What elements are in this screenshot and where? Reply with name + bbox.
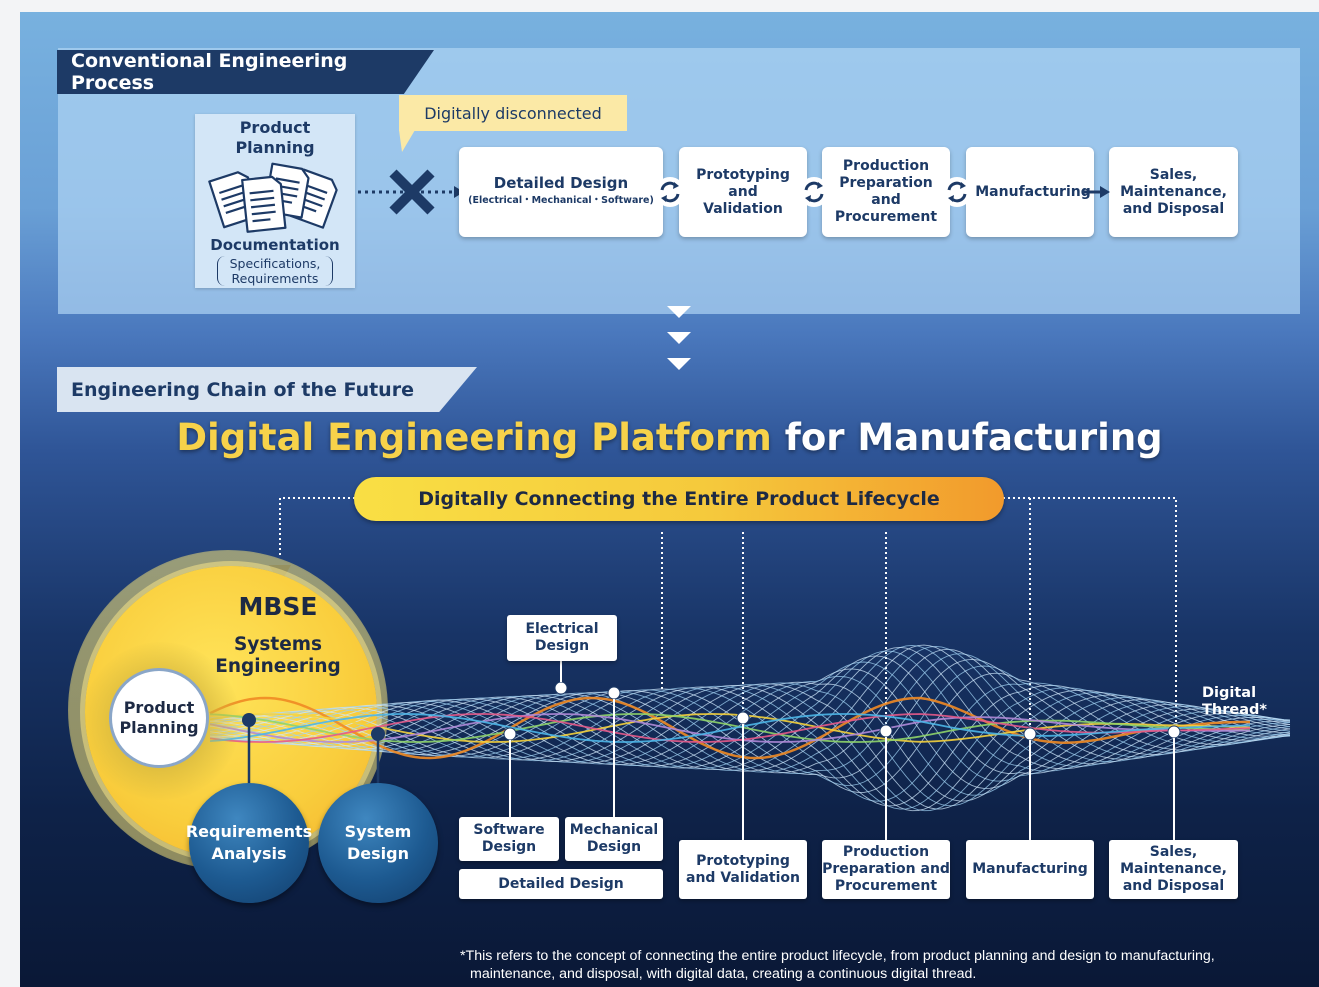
thread-strand bbox=[209, 646, 1291, 771]
thread-colored-strand bbox=[209, 713, 1251, 743]
product-planning-node: Product Planning bbox=[109, 668, 209, 768]
thread-colored-strand bbox=[209, 713, 1251, 743]
thread-strand bbox=[209, 685, 1291, 810]
digital-thread-wave bbox=[209, 644, 1291, 840]
prototyping-box: Prototyping and Validation bbox=[679, 840, 807, 899]
disconnect-x-icon bbox=[389, 169, 435, 215]
manufacturing-box: Manufacturing bbox=[966, 840, 1094, 899]
thread-strand bbox=[209, 653, 1291, 775]
step-sales: Sales, Maintenance, and Disposal bbox=[1109, 147, 1238, 237]
system-design-node: System Design bbox=[318, 783, 438, 903]
thread-strand bbox=[209, 684, 1291, 812]
lifecycle-banner: Digitally Connecting the Entire Product … bbox=[354, 477, 1004, 521]
documents-icon bbox=[208, 162, 338, 233]
systems-engineering-label: Systems Engineering bbox=[215, 634, 341, 677]
disconnected-callout: Digitally disconnected bbox=[399, 95, 627, 131]
callout-pointer bbox=[399, 130, 415, 152]
cycle-icon bbox=[942, 177, 972, 207]
production-box: Production Preparation and Procurement bbox=[822, 840, 950, 899]
electrical-design-box: Electrical Design bbox=[507, 615, 617, 661]
step-detailed-design: Detailed Design (Electrical・Mechanical・S… bbox=[459, 147, 663, 237]
cycle-icon bbox=[655, 177, 685, 207]
software-design-box: Software Design bbox=[459, 817, 559, 861]
sales-box: Sales, Maintenance, and Disposal bbox=[1109, 840, 1238, 899]
platform-headline: Digital Engineering Platform for Manufac… bbox=[176, 416, 1163, 459]
down-triangles-icon bbox=[667, 306, 691, 370]
thread-colored-strand bbox=[209, 713, 1251, 743]
cycle-icon bbox=[799, 177, 829, 207]
mechanical-design-box: Mechanical Design bbox=[565, 817, 663, 861]
step-prototyping: Prototyping and Validation bbox=[679, 147, 807, 237]
thread-colored-strand bbox=[209, 696, 1250, 760]
arrow-right-icon bbox=[1084, 186, 1110, 198]
step-manufacturing: Manufacturing bbox=[966, 147, 1094, 237]
documentation-label: Documentation bbox=[210, 236, 340, 254]
infographic: Conventional Engineering Process Product… bbox=[20, 12, 1319, 987]
thread-strand bbox=[209, 644, 1291, 772]
mbse-label: MBSE bbox=[238, 592, 318, 621]
documentation-detail: Specifications, Requirements bbox=[217, 256, 333, 286]
thread-colored-strand bbox=[209, 713, 1251, 743]
doc-product-planning-label: Product Planning bbox=[235, 118, 315, 157]
conventional-section-title: Conventional Engineering Process bbox=[57, 50, 434, 94]
documentation-box: Product Planning Documentation Specifica… bbox=[195, 114, 355, 288]
detailed-design-box: Detailed Design bbox=[459, 869, 663, 899]
future-section-title: Engineering Chain of the Future bbox=[57, 367, 477, 412]
thread-strand bbox=[209, 684, 1291, 812]
thread-strand bbox=[209, 655, 1291, 774]
thread-strand bbox=[209, 658, 1291, 779]
footnote: *This refers to the concept of connectin… bbox=[460, 948, 1215, 982]
digital-thread-label: Digital Thread* bbox=[1202, 685, 1267, 718]
requirements-analysis-node: Requirements Analysis bbox=[186, 783, 312, 903]
thread-strand bbox=[209, 682, 1291, 802]
step-production: Production Preparation and Procurement bbox=[822, 147, 950, 237]
